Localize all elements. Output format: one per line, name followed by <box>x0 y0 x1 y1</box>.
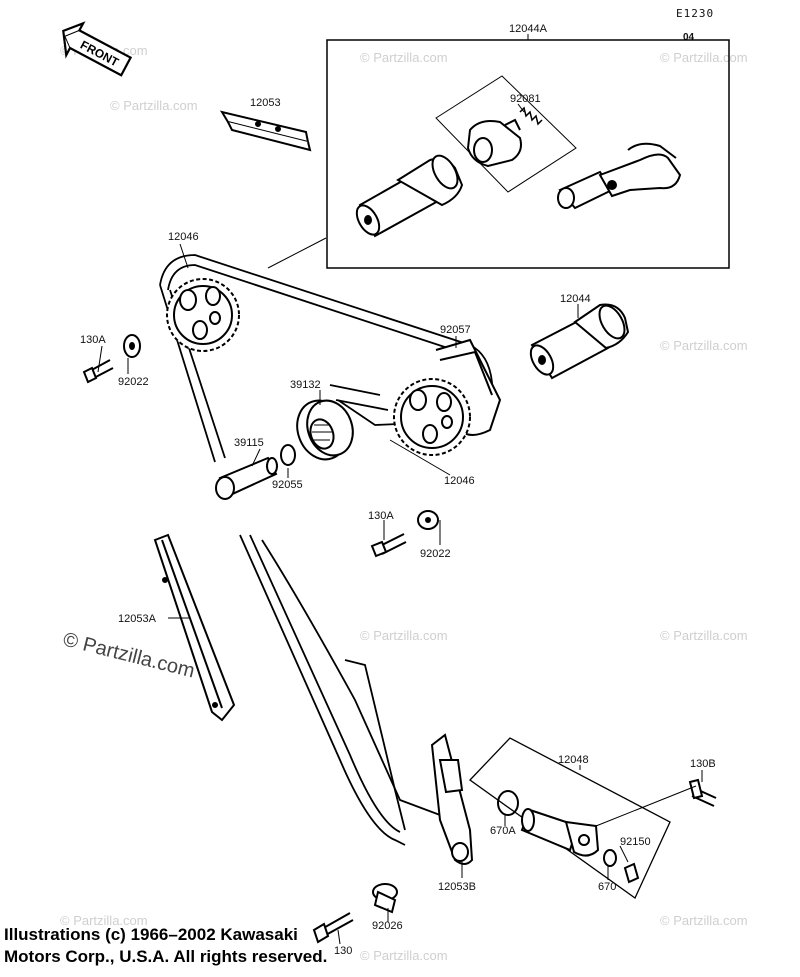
part-label-130: 130 <box>334 945 352 957</box>
part-label-12046: 12046 <box>168 231 199 243</box>
part-label-92022-lower: 92022 <box>420 548 451 560</box>
lifter-lever <box>557 142 682 210</box>
part-label-12046-lower: 12046 <box>444 475 475 487</box>
watermark: © Partzilla.com <box>360 628 448 643</box>
watermark: © Partzilla.com <box>360 50 448 65</box>
part-label-130A: 130A <box>80 334 106 346</box>
watermark: © Partzilla.com <box>660 50 748 65</box>
bolt-130 <box>312 912 354 944</box>
part-label-12053B: 12053B <box>438 881 476 893</box>
oring-92055 <box>280 444 296 466</box>
watermark: © Partzilla.com <box>660 338 748 353</box>
copyright-notice: Illustrations (c) 1966–2002 Kawasaki Mot… <box>4 924 327 968</box>
watermark: © Partzilla.com <box>660 628 748 643</box>
chain-guide-12053 <box>219 110 312 152</box>
chain-guide-12053A <box>153 533 236 722</box>
part-label-92150: 92150 <box>620 836 651 848</box>
sprocket-12046-lower <box>393 378 471 456</box>
part-label-670A: 670A <box>490 825 516 837</box>
part-label-12048: 12048 <box>558 754 589 766</box>
watermark: © Partzilla.com <box>660 913 748 928</box>
assembly-box-12048 <box>469 737 671 899</box>
part-label-92022: 92022 <box>118 376 149 388</box>
watermark: © Partzilla.com <box>110 98 198 113</box>
part-label-39115: 39115 <box>234 437 264 449</box>
part-label-670: 670 <box>598 881 616 893</box>
leader-lines <box>97 103 703 945</box>
watermark-main: © Partzilla.com <box>61 629 197 683</box>
watermark: © Partzilla.com <box>360 948 448 963</box>
watermark: © Partzilla.com <box>60 913 148 928</box>
part-label-92081: 92081 <box>510 93 541 105</box>
collar-92026 <box>372 883 398 914</box>
part-label-39132: 39132 <box>290 379 321 391</box>
part-label-92057: 92057 <box>440 324 471 336</box>
copyright-line-2: Motors Corp., U.S.A. All rights reserved… <box>4 947 328 966</box>
spring-92081 <box>519 106 543 126</box>
idler-sprocket-39132 <box>296 399 354 461</box>
bolt-130A-lower <box>370 533 407 558</box>
oring-670A <box>497 790 519 816</box>
part-label-130B: 130B <box>690 758 716 770</box>
bolt-92150 <box>623 862 640 884</box>
bolt-130A-upper <box>82 359 114 384</box>
oring-670 <box>603 849 617 867</box>
revision-number: 04 <box>683 32 695 43</box>
idler-shaft-39115 <box>215 456 278 500</box>
illustration-code: E1230 <box>676 7 714 20</box>
part-label-12053: 12053 <box>250 97 281 109</box>
part-label-92055: 92055 <box>272 479 303 491</box>
chain-guide-12053B <box>430 733 474 865</box>
chain-link-92057 <box>435 338 502 436</box>
part-label-130A-lower: 130A <box>368 510 394 522</box>
part-label-12053A: 12053A <box>118 613 157 625</box>
camshaft-intake <box>529 303 630 380</box>
inner-box-92081 <box>435 75 577 193</box>
part-label-92026: 92026 <box>372 920 403 932</box>
camshaft-exhaust <box>355 154 464 238</box>
part-label-12044A: 12044A <box>509 23 548 35</box>
copyright-line-1: Illustrations (c) 1966–2002 Kawasaki <box>4 925 298 944</box>
part-label-12044: 12044 <box>560 293 591 305</box>
sprocket-12046-upper <box>166 278 240 352</box>
decompressor-cam <box>466 118 522 168</box>
chain-tensioner-12048 <box>520 808 600 857</box>
bolt-130B <box>688 778 717 807</box>
part-labels: 12044A 92081 12053 12046 92057 12044 130… <box>80 23 716 957</box>
assembly-box-12044A <box>326 39 730 269</box>
